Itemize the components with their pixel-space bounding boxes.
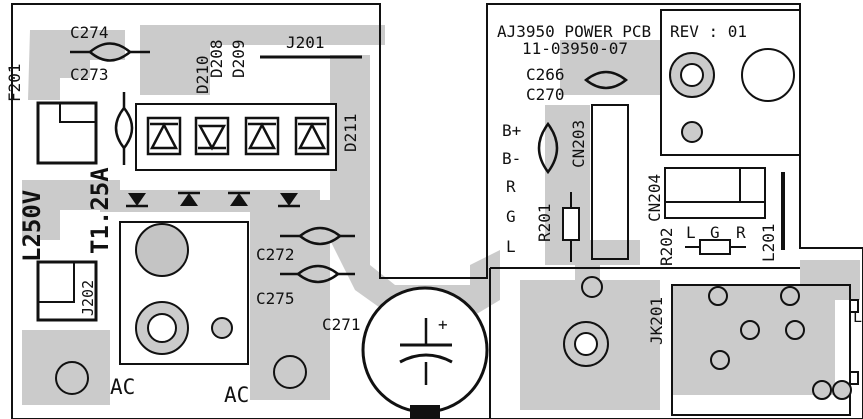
capacitor-vertical-symbol: [114, 92, 134, 165]
capacitor-c266-symbol: [583, 70, 629, 90]
hole-large-lower: [563, 321, 609, 367]
label-c271: C271: [322, 315, 361, 334]
label-j201: J201: [286, 33, 325, 52]
board-title: AJ3950 POWER PCB: [497, 22, 651, 41]
label-jk201: JK201: [647, 297, 666, 345]
label-ac-right: AC: [224, 383, 249, 407]
capacitor-c275-symbol: [280, 264, 355, 284]
label-c266: C266: [526, 65, 565, 84]
label-d211: D211: [341, 113, 360, 152]
label-c275: C275: [256, 289, 295, 308]
connector-j202: [36, 260, 98, 322]
pin-label-b-minus: B-: [502, 149, 521, 168]
resistor-r201: [562, 192, 580, 262]
jack-jk201: [671, 284, 859, 416]
resistor-r202: [685, 239, 746, 255]
pin-label-r: R: [506, 177, 516, 196]
hole-small-lower: [581, 276, 603, 298]
label-f201: F201: [5, 63, 24, 102]
label-cn204: CN204: [645, 174, 664, 222]
pin-label-l: L: [506, 237, 516, 256]
mounting-hole-left: [55, 361, 89, 395]
mounting-hole-mid: [273, 355, 307, 389]
board-part-number: 11-03950-07: [522, 39, 628, 58]
jack-pin-label-g: G: [710, 223, 720, 242]
jack-pin-label-r: R: [736, 223, 746, 242]
bridge-diode-symbols: [126, 191, 300, 208]
label-r202: R202: [657, 227, 676, 266]
label-d210: D210: [193, 55, 212, 94]
label-j202: J202: [79, 280, 97, 316]
board-revision: REV : 01: [670, 22, 747, 41]
jack-pin-label-l: L: [686, 223, 696, 242]
electrolytic-capacitor-c271: [361, 286, 489, 419]
transformer-block: [119, 221, 249, 365]
label-fuse-rating-2: T1.25A: [86, 167, 114, 254]
connector-cn204: [664, 167, 766, 219]
label-c274: C274: [70, 23, 109, 42]
label-fuse-rating-1: L250V: [18, 190, 46, 262]
connector-cn203: [591, 104, 629, 260]
label-d209: D209: [229, 39, 248, 78]
rev-box-holes: [669, 48, 795, 143]
label-plus: +: [438, 315, 448, 334]
label-c272: C272: [256, 245, 295, 264]
pin-label-b-plus: B+: [502, 121, 521, 140]
capacitor-battery-symbol: [537, 121, 559, 175]
diode-array-d211: [135, 103, 337, 171]
label-d208: D208: [207, 39, 226, 78]
label-cn203: CN203: [569, 120, 588, 168]
capacitor-c274-symbol: [70, 42, 150, 62]
label-l201: L201: [759, 223, 778, 262]
label-c270: C270: [526, 85, 565, 104]
label-ac-left: AC: [110, 375, 135, 399]
fuse-f201-holder: [36, 101, 98, 165]
board-outline: [11, 3, 863, 419]
pin-label-g: G: [506, 207, 516, 226]
label-c273: C273: [70, 65, 109, 84]
edge-pin-label-l: L: [853, 308, 862, 326]
capacitor-c272-symbol: [280, 226, 355, 246]
label-r201: R201: [535, 203, 554, 242]
